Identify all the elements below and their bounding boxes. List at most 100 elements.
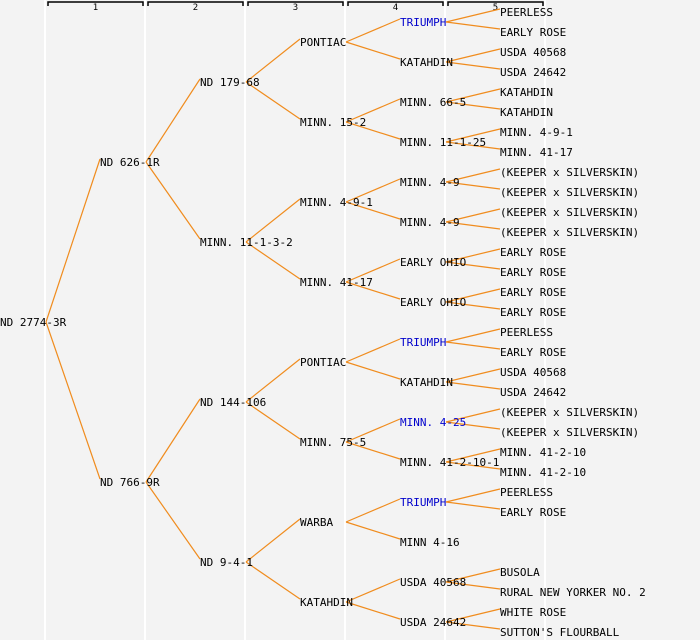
pedigree-edge [445, 301, 501, 310]
pedigree-edge [345, 121, 401, 140]
pedigree-node[interactable]: EARLY ROSE [500, 246, 566, 259]
pedigree-node[interactable]: ND 9-4-1 [200, 556, 253, 569]
generation-bracket [447, 1, 544, 6]
pedigree-edge [45, 158, 101, 323]
pedigree-edge [445, 288, 501, 303]
pedigree-edge [345, 498, 401, 523]
pedigree-edge [145, 78, 201, 163]
pedigree-node[interactable]: MINN. 11-1-25 [400, 136, 486, 149]
pedigree-node[interactable]: WHITE ROSE [500, 606, 566, 619]
pedigree-node[interactable]: (KEEPER x SILVERSKIN) [500, 226, 639, 239]
generation-bracket [247, 1, 344, 6]
column-separators [44, 0, 546, 640]
pedigree-edge [245, 81, 301, 120]
pedigree-node[interactable]: MINN. 41-2-10 [500, 466, 586, 479]
pedigree-edge [445, 48, 501, 63]
pedigree-node[interactable]: ND 626-1R [100, 156, 160, 169]
pedigree-node[interactable]: PONTIAC [300, 36, 346, 49]
pedigree-node[interactable]: MINN. 75-5 [300, 436, 366, 449]
pedigree-node[interactable]: USDA 24642 [500, 66, 566, 79]
pedigree-node[interactable]: KATAHDIN [500, 106, 553, 119]
generation-number: 2 [193, 3, 198, 13]
generation-number: 4 [393, 3, 398, 13]
pedigree-node[interactable]: MINN. 41-17 [300, 276, 373, 289]
pedigree-edge [345, 578, 401, 603]
pedigree-node[interactable]: MINN. 66-5 [400, 96, 466, 109]
pedigree-node[interactable]: BUSOLA [500, 566, 540, 579]
pedigree-node[interactable]: (KEEPER x SILVERSKIN) [500, 166, 639, 179]
pedigree-node[interactable]: MINN. 41-17 [500, 146, 573, 159]
pedigree-node[interactable]: EARLY OHIO [400, 256, 466, 269]
pedigree-node[interactable]: MINN. 4-9 [400, 176, 460, 189]
pedigree-node[interactable]: USDA 24642 [500, 386, 566, 399]
pedigree-edge [445, 488, 501, 503]
pedigree-node[interactable]: PEERLESS [500, 326, 553, 339]
pedigree-edge [445, 581, 501, 590]
pedigree-node[interactable]: KATAHDIN [300, 596, 353, 609]
pedigree-edge [345, 338, 401, 363]
pedigree-node[interactable]: ND 144-106 [200, 396, 266, 409]
pedigree-edge [245, 38, 301, 83]
pedigree-node[interactable]: EARLY ROSE [500, 506, 566, 519]
pedigree-node[interactable]: ND 179-68 [200, 76, 260, 89]
pedigree-node[interactable]: EARLY ROSE [500, 26, 566, 39]
pedigree-edge [445, 208, 501, 223]
pedigree-node[interactable]: (KEEPER x SILVERSKIN) [500, 426, 639, 439]
pedigree-node[interactable]: MINN. 15-2 [300, 116, 366, 129]
pedigree-node[interactable]: PEERLESS [500, 486, 553, 499]
pedigree-edge [145, 481, 201, 560]
pedigree-edge [345, 601, 401, 620]
pedigree-node[interactable]: (KEEPER x SILVERSKIN) [500, 186, 639, 199]
pedigree-node[interactable]: EARLY ROSE [500, 346, 566, 359]
pedigree-node[interactable]: ND 766-9R [100, 476, 160, 489]
pedigree-edge [345, 418, 401, 443]
pedigree-node[interactable]: PONTIAC [300, 356, 346, 369]
pedigree-node[interactable]: MINN. 4-9-1 [500, 126, 573, 139]
pedigree-node[interactable]: USDA 40568 [400, 576, 466, 589]
pedigree-node[interactable]: MINN. 4-25 [400, 416, 466, 429]
pedigree-edge [445, 621, 501, 630]
pedigree-node[interactable]: MINN. 41-2-10 [500, 446, 586, 459]
pedigree-node[interactable]: USDA 40568 [500, 366, 566, 379]
pedigree-edge [45, 321, 101, 480]
pedigree-edge [345, 18, 401, 43]
pedigree-edge [445, 381, 501, 390]
pedigree-node[interactable]: PEERLESS [500, 6, 553, 19]
pedigree-edge [445, 608, 501, 623]
pedigree-node[interactable]: ND 2774-3R [0, 316, 67, 329]
pedigree-node[interactable]: SUTTON'S FLOURBALL [500, 626, 620, 639]
pedigree-node[interactable]: MINN 4-16 [400, 536, 460, 549]
pedigree-edge [145, 398, 201, 483]
pedigree-node[interactable]: USDA 40568 [500, 46, 566, 59]
pedigree-node[interactable]: MINN. 41-2-10-1 [400, 456, 499, 469]
pedigree-node[interactable]: MINN. 11-1-3-2 [200, 236, 293, 249]
pedigree-node[interactable]: EARLY ROSE [500, 266, 566, 279]
pedigree-edge [445, 101, 501, 110]
pedigree-node[interactable]: TRIUMPH [400, 336, 446, 349]
edges [45, 8, 501, 630]
pedigree-node[interactable]: WARBA [300, 516, 333, 529]
pedigree-node[interactable]: (KEEPER x SILVERSKIN) [500, 406, 639, 419]
pedigree-node[interactable]: RURAL NEW YORKER NO. 2 [500, 586, 646, 599]
pedigree-node[interactable]: MINN. 4-9-1 [300, 196, 373, 209]
pedigree-node[interactable]: TRIUMPH [400, 16, 446, 29]
pedigree-edge [445, 421, 501, 430]
pedigree-node[interactable]: USDA 24642 [400, 616, 466, 629]
pedigree-node[interactable]: KATAHDIN [500, 86, 553, 99]
pedigree-node[interactable]: KATAHDIN [400, 376, 453, 389]
pedigree-node[interactable]: EARLY ROSE [500, 286, 566, 299]
pedigree-edge [245, 561, 301, 600]
pedigree-node[interactable]: KATAHDIN [400, 56, 453, 69]
pedigree-edge [345, 178, 401, 203]
pedigree-node[interactable]: TRIUMPH [400, 496, 446, 509]
pedigree-node[interactable]: MINN. 4-9 [400, 216, 460, 229]
pedigree-node[interactable]: EARLY ROSE [500, 306, 566, 319]
pedigree-node[interactable]: (KEEPER x SILVERSKIN) [500, 206, 639, 219]
pedigree-node[interactable]: EARLY OHIO [400, 296, 466, 309]
pedigree-edge [245, 198, 301, 243]
pedigree-edge [245, 358, 301, 403]
pedigree-edge [345, 441, 401, 460]
